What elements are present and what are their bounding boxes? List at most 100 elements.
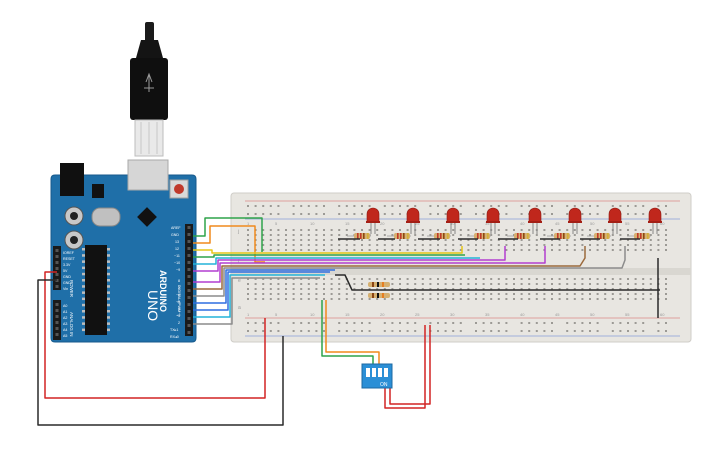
dip-toggle-3[interactable] (378, 368, 382, 377)
wire-switch-red-b (389, 325, 431, 405)
wire-switch-red-a (384, 325, 426, 409)
col-label: 25 (415, 312, 420, 317)
usb-symbol-icon (144, 72, 154, 92)
pulldown-resistors[interactable] (368, 282, 390, 298)
resistor-7[interactable] (587, 233, 611, 239)
dip-toggle-2[interactable] (372, 368, 376, 377)
wire-4-blue (193, 271, 330, 311)
arduino-uno-board[interactable]: ARDUINO UNO DIGITAL (PWM~) POWER ANALOG … (50, 22, 197, 343)
col-label: 5 (275, 221, 278, 226)
power-header-label: POWER (69, 280, 74, 298)
col-label: 60 (660, 221, 665, 226)
crystal-oscillator (91, 207, 121, 227)
usb-chip (137, 207, 157, 227)
pin-label-10: ~10 (174, 261, 180, 265)
power-jack (60, 163, 84, 196)
resistor-1[interactable] (347, 233, 371, 239)
resistor-8[interactable] (627, 233, 651, 239)
wire-5-blue (193, 269, 335, 304)
row-label-a: a (238, 305, 241, 311)
col-label: 40 (520, 221, 525, 226)
resistor-2[interactable] (387, 233, 411, 239)
wire-7-brown (193, 246, 586, 290)
col-label: 15 (345, 221, 350, 226)
led-6[interactable] (568, 207, 582, 234)
pin-label-rx: RX◂0 (170, 335, 179, 339)
reset-button-cap (174, 184, 184, 194)
pin-label-reset: RESET (63, 257, 76, 261)
pin-label-9: ~9 (176, 268, 180, 272)
pin-label-a2: A2 (63, 316, 67, 320)
pin-label-5: ~5 (176, 300, 180, 304)
pin-label-12: 12 (175, 247, 179, 251)
dip-switch-label: ON (380, 382, 388, 388)
row-label-f: f (238, 259, 240, 265)
arduino-brand-label: ARDUINO (158, 270, 168, 312)
pin-label-13: 13 (175, 240, 179, 244)
pin-label-a4: A4 (63, 328, 67, 332)
chip-pins (82, 248, 110, 332)
col-label: 5 (275, 312, 278, 317)
wire-8-purple (193, 246, 546, 283)
col-label: 45 (555, 312, 560, 317)
wire-5v-red (44, 271, 266, 399)
wire-3-cyan (193, 274, 325, 318)
analog-header-label: ANALOG IN (69, 312, 74, 337)
col-label: 40 (520, 312, 525, 317)
breadboard-holes (247, 205, 667, 332)
led-4[interactable] (486, 207, 500, 234)
row-label-e: e (238, 278, 241, 284)
dip-switch[interactable]: ON (361, 363, 393, 389)
pin-label-3: ~3 (176, 314, 180, 318)
wire-gnd-black (37, 279, 284, 426)
led-7[interactable] (608, 207, 622, 234)
pin-label-a5: A5 (63, 334, 67, 338)
col-label: 50 (590, 221, 595, 226)
led-group[interactable] (366, 207, 662, 234)
pin-label-tx: TX▸1 (170, 328, 178, 332)
pin-label-a0: A0 (63, 304, 67, 308)
analog-header[interactable] (53, 300, 61, 340)
resistor-5[interactable] (507, 233, 531, 239)
wire-9-purple (193, 246, 506, 272)
wire-11-green (193, 254, 465, 258)
col-label: 10 (310, 221, 315, 226)
col-label: 25 (415, 221, 420, 226)
pin-label-6: ~6 (176, 293, 180, 297)
pin-label-gnd: GND (171, 233, 179, 237)
col-label: 1 (247, 221, 250, 226)
col-label: 30 (450, 221, 455, 226)
digital-header-label: DIGITAL (PWM~) (177, 285, 182, 317)
pin-label-3v3: 3.3V (63, 263, 71, 267)
led-8[interactable] (648, 207, 662, 234)
column-labels: 1155101015152020252530303535404045455050… (247, 221, 665, 317)
pin-label-5v: 5V (63, 269, 68, 273)
pin-label-a3: A3 (63, 322, 67, 326)
led-1[interactable] (366, 207, 380, 234)
dip-toggle-1[interactable] (366, 368, 370, 377)
wire-2-gray (193, 277, 320, 325)
usb-port (127, 159, 169, 191)
dip-toggle-4[interactable] (384, 368, 388, 377)
digital-pin-labels: AREF GND 13 12 ~11 ~10 ~9 8 7 ~6 ~5 4 ~3… (170, 226, 181, 339)
signal-wires[interactable] (193, 217, 626, 325)
pin-label-7: 7 (178, 286, 180, 290)
wire-13-orange (193, 225, 265, 263)
led-3[interactable] (446, 207, 460, 234)
pin-label-2: 2 (178, 321, 180, 325)
col-label: 35 (485, 221, 490, 226)
usb-cable (145, 22, 154, 42)
resistor-group[interactable] (347, 233, 651, 239)
led-5[interactable] (528, 207, 542, 234)
pin-label-gnd-a: GND (63, 275, 71, 279)
usb-strain-relief (136, 40, 163, 58)
resistor-4[interactable] (467, 233, 491, 239)
wire-switch-green (321, 300, 374, 365)
led-2[interactable] (406, 207, 420, 234)
resistor-3[interactable] (427, 233, 451, 239)
power-wires[interactable] (37, 258, 660, 426)
digital-header[interactable] (185, 224, 193, 336)
col-label: 60 (660, 312, 665, 317)
resistor-6[interactable] (547, 233, 571, 239)
